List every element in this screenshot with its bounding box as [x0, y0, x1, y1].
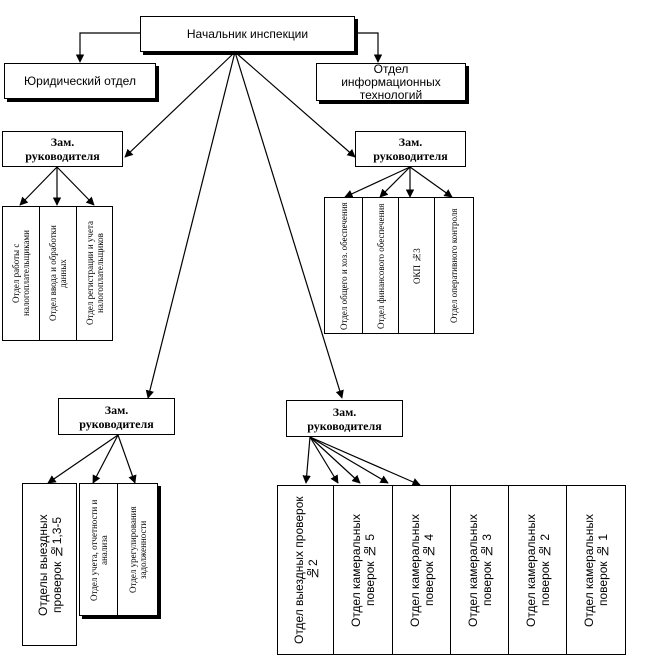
deputy-label-2: Зам. руководителя	[373, 135, 448, 163]
group3-box-a: Отделы выездных проверок №1,3-5	[22, 483, 77, 646]
it-label: Отдел информационных технологий	[341, 61, 441, 102]
deputy-label-1: Зам. руководителя	[25, 135, 100, 163]
it-box: Отдел информационных технологий	[316, 61, 466, 102]
head-box: Начальник инспекции	[140, 16, 355, 52]
deputy-box-1: Зам. руководителя	[2, 131, 123, 167]
deputy-label-3: Зам. руководителя	[79, 402, 154, 431]
group1-col-3: Отдел регистрации и учета налогоплательщ…	[84, 221, 105, 326]
group2-col-3: ОКП №3	[399, 198, 435, 333]
group4-col-5: Отдел камеральных поверок № 2	[509, 486, 567, 654]
deputy-label-4: Зам. руководителя	[307, 404, 382, 433]
arrow-head-legal	[75, 32, 140, 63]
group2-box: Отдел общего и хоз. обеспечения Отдел фи…	[324, 197, 474, 334]
group4-col-4: Отдел камеральных поверок № 3	[451, 486, 509, 654]
arrow-head-dep4	[234, 51, 344, 399]
legal-label: Юридический отдел	[24, 73, 136, 88]
group3-label-1: Отделы выездных проверок №1,3-5	[35, 513, 64, 616]
group4-col-3: Отдел камеральных поверок № 4	[393, 486, 451, 654]
deputy-box-4: Зам. руководителя	[286, 400, 403, 437]
group1-col-2: Отдел ввода и обработки данных	[40, 207, 77, 340]
arrow-head-dep3	[145, 51, 236, 399]
group3-box-b: Отдел учета, отчетности и анализа Отдел …	[79, 483, 158, 616]
group1-box: Отдел работы с налогоплательщиками Отдел…	[2, 206, 113, 341]
group4-col-2: Отдел камеральных поверок № 5	[334, 486, 393, 654]
group2-col-1: Отдел общего и хоз. обеспечения	[325, 198, 363, 333]
arrow-head-it	[355, 32, 383, 63]
head-label: Начальник инспекции	[186, 26, 309, 41]
deputy-box-2: Зам. руководителя	[355, 131, 466, 167]
group2-col-4: Отдел оперативного контроля	[449, 208, 459, 323]
arrow-head-dep1	[124, 51, 236, 158]
group2-col-2: Отдел финансового обеспечения	[363, 198, 399, 333]
group1-col-1: Отдел работы с налогоплательщиками	[3, 207, 40, 340]
legal-box: Юридический отдел	[4, 63, 156, 99]
group4-col-1: Отдел выездных проверок №2	[278, 486, 334, 654]
group4-col-6: Отдел камеральных поверок № 1	[582, 513, 610, 627]
group3-col-3: Отдел урегулирования задолженности	[127, 506, 148, 593]
deputy-box-3: Зам. руководителя	[58, 398, 175, 435]
arrow-head-dep2	[234, 51, 356, 158]
group3-col-2: Отдел учета, отчетности и анализа	[80, 484, 118, 615]
group4-box: Отдел выездных проверок №2 Отдел камерал…	[277, 485, 626, 655]
